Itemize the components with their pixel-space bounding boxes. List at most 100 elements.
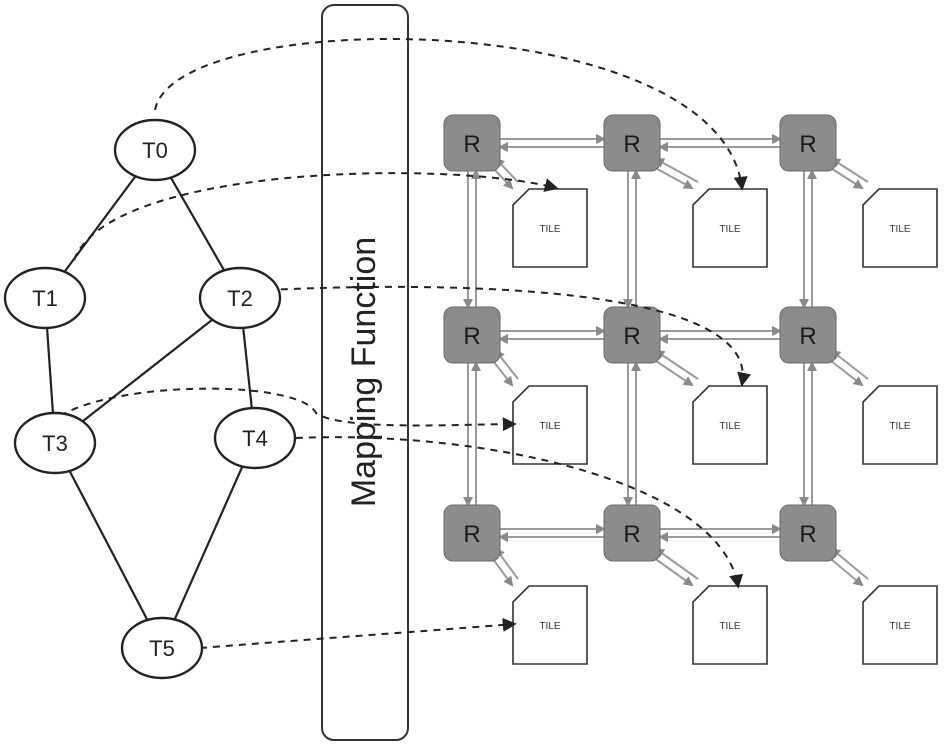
task-node-label: T3 <box>42 431 68 456</box>
tile-box <box>512 585 588 665</box>
noc-mesh: TILE R TILE R TILE R TILE R TILE R TILE R TILE R TILE R… <box>443 114 938 665</box>
task-node-label: T2 <box>227 286 253 311</box>
mapping-arrow-t3 <box>59 387 517 432</box>
tile-box <box>862 385 938 465</box>
mapping-function-label: Mapping Function <box>345 237 383 507</box>
router-link-v <box>463 169 481 309</box>
router: R <box>779 306 837 364</box>
task-node-t2: T2 <box>198 266 282 330</box>
router-link-h <box>658 326 782 344</box>
tile-label: TILE <box>539 621 560 632</box>
router-box <box>443 114 501 172</box>
task-node-ellipse <box>113 118 197 182</box>
task-node-label: T0 <box>142 138 168 163</box>
tile-box <box>512 385 588 465</box>
router-box <box>603 114 661 172</box>
router: R <box>443 114 501 172</box>
tile-box <box>692 585 768 665</box>
router-box <box>779 504 837 562</box>
router: R <box>443 504 501 562</box>
router-label: R <box>799 131 816 158</box>
task-node-t5: T5 <box>120 616 204 680</box>
tile-label: TILE <box>889 421 910 432</box>
router-tile-link <box>649 547 699 587</box>
tile: TILE <box>692 385 768 465</box>
tile: TILE <box>862 385 938 465</box>
task-node-t1: T1 <box>3 266 87 330</box>
router-link-h <box>658 524 782 542</box>
tile-label: TILE <box>539 224 560 235</box>
tile-label: TILE <box>719 621 740 632</box>
router-label: R <box>623 131 640 158</box>
router-link-h <box>498 524 606 542</box>
router-label: R <box>463 323 480 350</box>
mapping-arrow-t2 <box>267 285 751 387</box>
tile-label: TILE <box>719 224 740 235</box>
router-link-h <box>498 134 606 152</box>
router-label: R <box>463 131 480 158</box>
router-link-h <box>498 326 606 344</box>
tile: TILE <box>512 188 588 268</box>
tile: TILE <box>692 585 768 665</box>
mapping-arrow-t0 <box>154 38 748 191</box>
tile-label: TILE <box>889 224 910 235</box>
router-link-v <box>623 169 641 309</box>
router-box <box>443 504 501 562</box>
mapping-arrow-t5 <box>199 617 517 649</box>
task-node-ellipse <box>198 266 282 330</box>
router-tile-link <box>649 349 699 387</box>
tile: TILE <box>862 585 938 665</box>
task-node-ellipse <box>213 406 297 470</box>
task-node-label: T5 <box>149 636 175 661</box>
router-box <box>603 306 661 364</box>
router-link-v <box>463 361 481 507</box>
task-node-ellipse <box>13 411 97 475</box>
tile: TILE <box>512 385 588 465</box>
tile-label: TILE <box>539 421 560 432</box>
tile-box <box>862 188 938 268</box>
tile: TILE <box>862 188 938 268</box>
tile: TILE <box>512 585 588 665</box>
task-node-t0: T0 <box>113 118 197 182</box>
task-graph-edges <box>43 149 257 649</box>
router: R <box>443 306 501 364</box>
task-node-ellipse <box>3 266 87 330</box>
task-edge <box>160 437 257 649</box>
router-link-v <box>799 169 817 309</box>
router: R <box>779 114 837 172</box>
router-link-v <box>623 361 641 507</box>
router-link-h <box>658 134 782 152</box>
router-label: R <box>799 323 816 350</box>
router-box <box>603 504 661 562</box>
mapping-arrows <box>59 38 751 649</box>
router-link-v <box>799 361 817 507</box>
task-node-label: T4 <box>242 426 268 451</box>
task-node-ellipse <box>120 616 204 680</box>
task-edge <box>54 297 241 444</box>
mapping-arrow-t1 <box>73 172 559 261</box>
tile: TILE <box>692 188 768 268</box>
mapping-arrow-t4 <box>295 436 744 589</box>
tile-label: TILE <box>889 621 910 632</box>
tile-box <box>692 188 768 268</box>
task-node-t4: T4 <box>213 406 297 470</box>
tile-box <box>692 385 768 465</box>
router: R <box>603 114 661 172</box>
router-label: R <box>623 323 640 350</box>
router: R <box>603 306 661 364</box>
router-box <box>779 306 837 364</box>
tile-label: TILE <box>719 421 740 432</box>
router-label: R <box>463 521 480 548</box>
task-node-label: T1 <box>32 286 58 311</box>
mapping-function-box <box>321 4 409 741</box>
task-node-t3: T3 <box>13 411 97 475</box>
router-label: R <box>799 521 816 548</box>
tile-box <box>512 188 588 268</box>
router-label: R <box>623 521 640 548</box>
router-box <box>779 114 837 172</box>
tile-box <box>862 585 938 665</box>
task-edge <box>54 442 163 649</box>
router: R <box>603 504 661 562</box>
